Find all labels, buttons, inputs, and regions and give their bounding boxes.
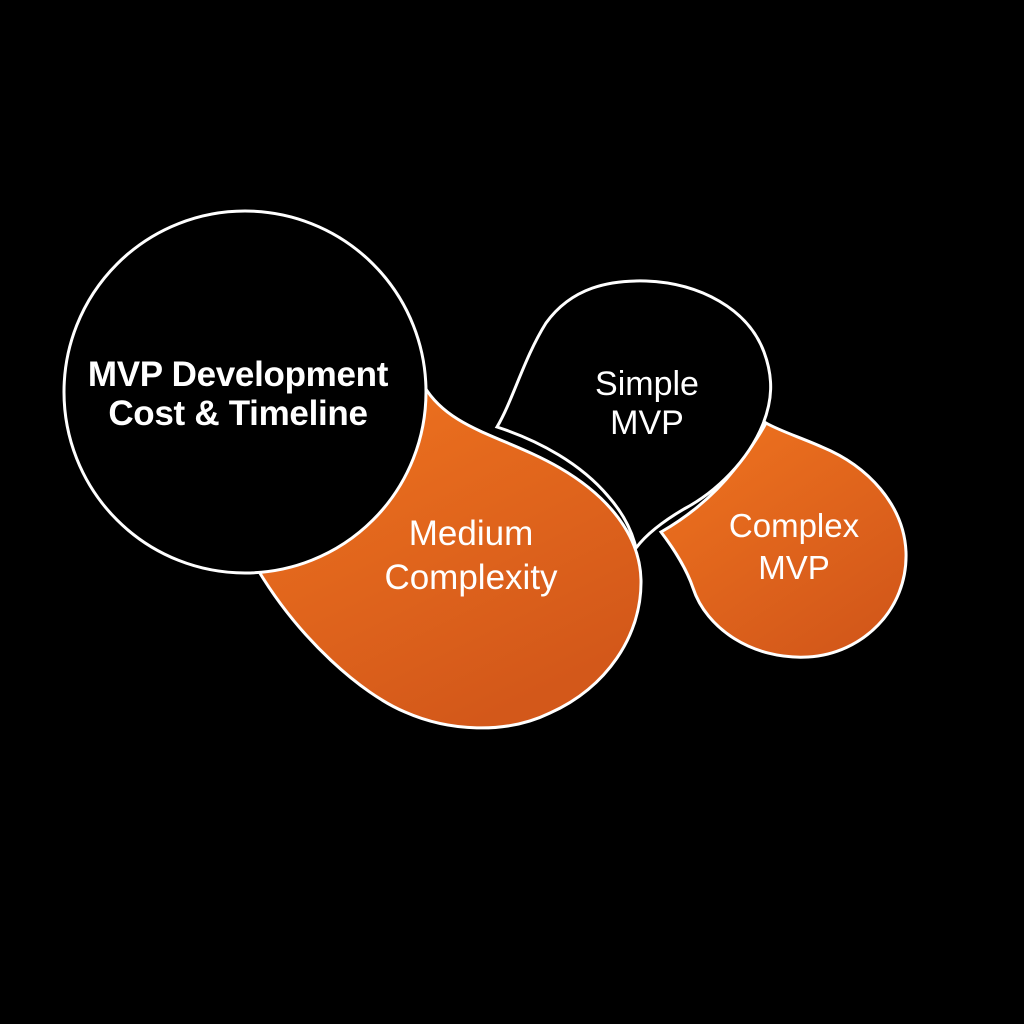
- complex-bubble-label-line2: MVP: [758, 549, 830, 586]
- simple-bubble-label-line2: MVP: [610, 404, 684, 442]
- complex-bubble-label-line1: Complex: [729, 507, 860, 544]
- medium-bubble-label-line2: Complexity: [384, 558, 558, 597]
- complex-mvp-bubble: [658, 420, 908, 659]
- simple-bubble-label-line1: Simple: [595, 365, 699, 403]
- main-bubble-label-line2: Cost & Timeline: [108, 394, 367, 433]
- simple-mvp-bubble: [494, 279, 773, 552]
- main-topic-bubble: [62, 209, 428, 575]
- main-bubble-label-line1: MVP Development: [88, 355, 389, 394]
- medium-bubble-label-line1: Medium: [409, 514, 533, 553]
